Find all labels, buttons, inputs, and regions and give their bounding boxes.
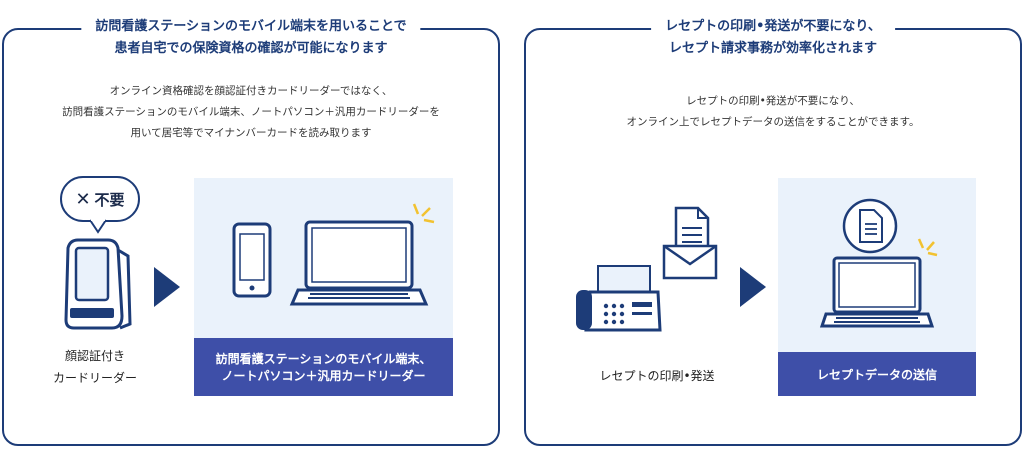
mobile-device-label-line2: ノートパソコン＋汎用カードリーダー	[221, 369, 426, 383]
not-needed-text: 不要	[94, 190, 125, 209]
fax-machine-icon	[576, 265, 662, 332]
right-panel: レセプトの印刷•発送が不要になり、 レセプト請求事務が効率化されます レセプトの…	[524, 16, 1022, 446]
not-needed-bubble: ✕ 不要	[60, 176, 140, 222]
arrow-right-icon	[740, 267, 766, 307]
laptop-icon	[289, 220, 429, 306]
left-panel-title: 訪問看護ステーションのモバイル端末を用いることで 患者自宅での保険資格の確認が可…	[81, 16, 421, 60]
right-desc-line1: レセプトの印刷•発送が不要になり、	[686, 95, 860, 107]
mobile-device-label: 訪問看護ステーションのモバイル端末、 ノートパソコン＋汎用カードリーダー	[194, 338, 453, 396]
left-desc-line1: オンライン資格確認を顔認証付きカードリーダーではなく、	[109, 85, 393, 97]
arrow-right-icon	[154, 267, 180, 307]
left-title-line2: 患者自宅での保険資格の確認が可能になります	[114, 41, 388, 56]
receipt-data-label: レセプトデータの送信	[778, 352, 976, 396]
smartphone-icon	[232, 222, 272, 298]
sparkle-icon	[917, 238, 938, 257]
right-desc-line2: オンライン上でレセプトデータの送信をすることができます。	[626, 116, 920, 128]
laptop-icon	[819, 256, 935, 328]
card-reader-caption-line2: カードリーダー	[52, 371, 137, 385]
left-desc-line3: 用いて居宅等でマイナンバーカードを読み取ります	[130, 127, 372, 139]
fax-caption: レセプトの印刷•発送	[599, 369, 715, 383]
left-title-line1: 訪問看護ステーションのモバイル端末を用いることで	[95, 19, 407, 34]
card-reader-caption: 顔認証付き カードリーダー	[40, 345, 150, 389]
mobile-device-label-line1: 訪問看護ステーションのモバイル端末、	[215, 352, 432, 366]
sparkle-icon	[412, 203, 435, 224]
left-panel: 訪問看護ステーションのモバイル端末を用いることで 患者自宅での保険資格の確認が可…	[2, 16, 500, 446]
document-circle-icon	[842, 198, 898, 254]
right-panel-title: レセプトの印刷•発送が不要になり、 レセプト請求事務が効率化されます	[651, 16, 895, 60]
face-auth-card-reader-icon	[64, 238, 132, 330]
right-panel-description: レセプトの印刷•発送が不要になり、 オンライン上でレセプトデータの送信をすること…	[526, 91, 1020, 133]
right-title-line2: レセプト請求事務が効率化されます	[668, 41, 878, 56]
document-icon	[674, 206, 710, 256]
bubble-tail-icon	[89, 218, 107, 234]
envelope-icon	[662, 244, 718, 280]
right-title-line1: レセプトの印刷•発送が不要になり、	[665, 19, 881, 34]
card-reader-caption-line1: 顔認証付き	[64, 349, 125, 363]
left-panel-description: オンライン資格確認を顔認証付きカードリーダーではなく、 訪問看護ステーションのモ…	[4, 81, 498, 144]
cross-icon: ✕	[75, 188, 91, 210]
left-desc-line2: 訪問看護ステーションのモバイル端末、ノートパソコン＋汎用カードリーダーを	[62, 106, 440, 118]
